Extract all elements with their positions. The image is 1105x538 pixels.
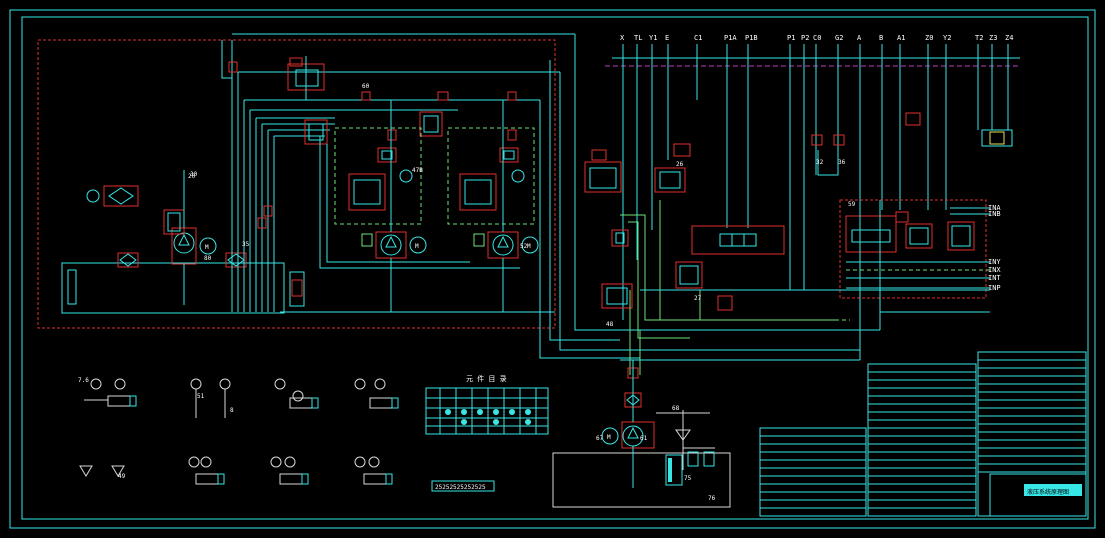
callout-label: 68	[672, 405, 680, 412]
outer-frame	[9, 9, 1096, 529]
callout-label: 76	[708, 495, 716, 502]
port-label-a: A	[857, 34, 862, 42]
inner-frame	[21, 16, 1089, 520]
callout-label: 20	[188, 173, 196, 180]
port-label-c1: C1	[694, 34, 702, 42]
port-label-b: B	[879, 34, 883, 42]
callout-label: 80	[204, 255, 212, 262]
svg-text:M: M	[415, 243, 419, 250]
title-block-text: 液压系统原理图	[1027, 488, 1069, 496]
level-gauge	[67, 269, 77, 305]
callout-label: 30	[190, 171, 198, 178]
port-label-c0: C0	[813, 34, 821, 42]
port-label-z0: Z0	[925, 34, 933, 42]
cooler	[103, 185, 139, 207]
power-unit-boundary	[37, 39, 556, 329]
port-label-int: INT	[988, 274, 1001, 282]
svg-text:M: M	[527, 243, 531, 250]
svg-text:M: M	[607, 434, 611, 441]
callout-label: 52	[520, 243, 528, 250]
legend-table	[425, 387, 549, 435]
port-lines	[622, 44, 1009, 320]
sequence-box-text: 25252525252525	[435, 484, 486, 491]
callout-label: 49	[118, 473, 126, 480]
port-label-inp: INP	[988, 284, 1001, 292]
directional-valve	[691, 225, 785, 255]
callouts: 7.6 20 35 60 59 48 80 61 47B 26 27 67 68 51 75 76 30 32 36…	[78, 83, 856, 502]
legend-title: 元 件 目 录	[466, 374, 507, 383]
tank-bottom	[552, 452, 731, 508]
ports-top: X TL Y1 E C1 P1A P1B P1 P2 C0 G2 A B A1 Z0 Y2 T2 Z3 Z4	[620, 34, 1013, 42]
callout-label: 32	[816, 159, 824, 166]
sequence-box	[431, 480, 495, 492]
callout-label: 27	[694, 295, 702, 302]
port-label-y1: Y1	[649, 34, 657, 42]
tank-left	[61, 262, 285, 314]
port-label-inb: INB	[988, 210, 1001, 218]
callout-label: 48	[606, 321, 614, 328]
callout-label: 59	[848, 201, 856, 208]
callout-label: 61	[640, 435, 648, 442]
callout-label: 36	[838, 159, 846, 166]
port-label-g2: G2	[835, 34, 843, 42]
parts-list	[759, 351, 1087, 517]
port-label-z4: Z4	[1005, 34, 1013, 42]
callout-label: 8	[230, 407, 234, 414]
port-label-y2: Y2	[943, 34, 951, 42]
port-label-iny: INY	[988, 258, 1001, 266]
port-label-a1: A1	[897, 34, 905, 42]
port-label-ina: INA	[988, 204, 1001, 212]
port-label-p1a: P1A	[724, 34, 737, 42]
callout-label: 75	[684, 475, 692, 482]
callout-label: 26	[676, 161, 684, 168]
port-label-p1b: P1B	[745, 34, 758, 42]
callout-label: 51	[197, 393, 205, 400]
port-label-inx: INX	[988, 266, 1001, 274]
callout-label: 7.6	[78, 377, 89, 384]
right-manifold-boundary	[839, 199, 987, 299]
svg-text:M: M	[205, 244, 209, 251]
port-label-t2: T2	[975, 34, 983, 42]
callout-label: 67	[596, 435, 604, 442]
port-label-z3: Z3	[989, 34, 997, 42]
port-label-p2: P2	[801, 34, 809, 42]
callout-label: 47B	[412, 167, 423, 174]
port-label-e: E	[665, 34, 669, 42]
callout-label: 60	[362, 83, 370, 90]
port-label-tl: TL	[634, 34, 642, 42]
port-label-x: X	[620, 34, 625, 42]
port-label-p1: P1	[787, 34, 795, 42]
callout-label: 35	[242, 241, 250, 248]
legend-symbols	[79, 378, 399, 485]
